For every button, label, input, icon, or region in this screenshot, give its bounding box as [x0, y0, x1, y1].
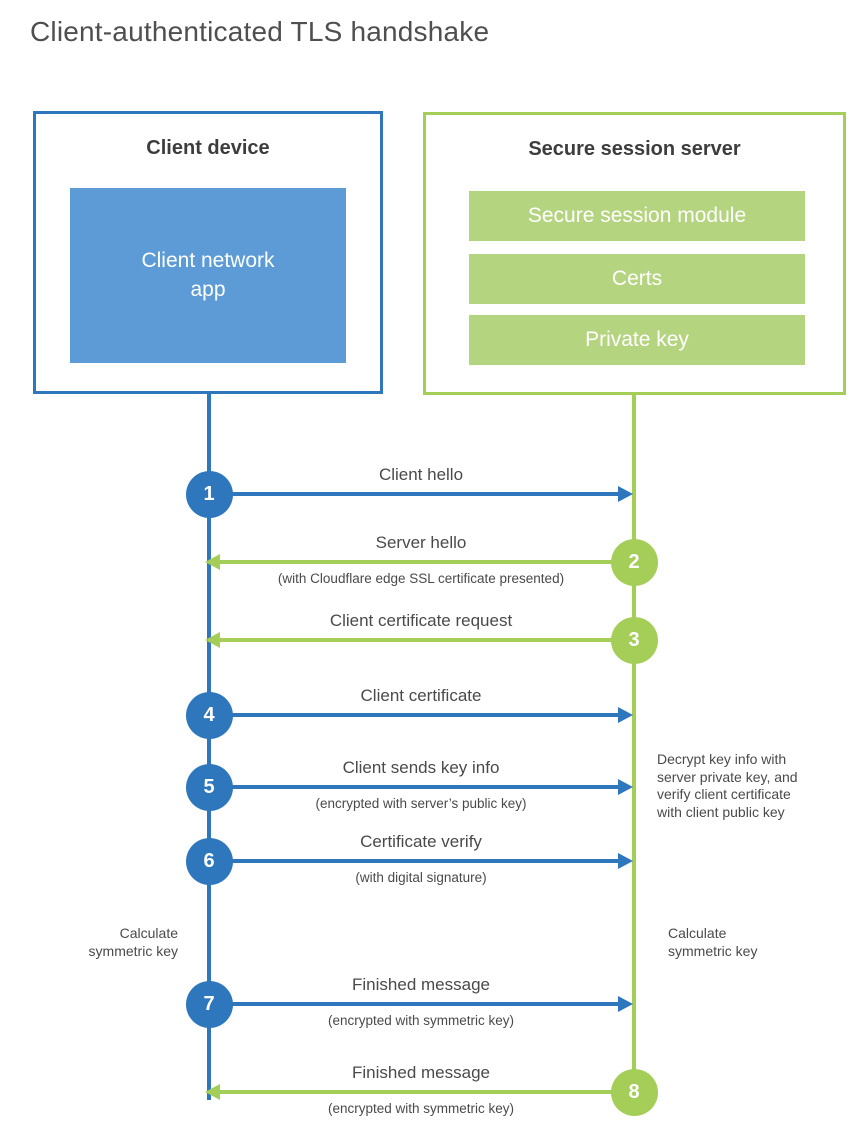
step-5-arrowhead-icon [618, 779, 633, 795]
step-8-arrowhead-icon [205, 1084, 220, 1100]
step-3-arrowhead-icon [205, 632, 220, 648]
step-5-number-badge: 5 [185, 763, 233, 811]
certs-bar: Certs [469, 254, 805, 304]
step-2-label: Server hello [375, 533, 467, 552]
step-4-arrowhead-icon [618, 707, 633, 723]
server-box: Secure session server Secure session mod… [423, 112, 846, 395]
calc-symmetric-key-left-label: Calculate symmetric key [88, 925, 178, 959]
step-4-label: Client certificate [360, 686, 482, 705]
server-title: Secure session server [528, 138, 741, 160]
step-4-arrow-line [209, 713, 619, 717]
step-6-label: Certificate verify [360, 832, 482, 851]
private-key-bar: Private key [469, 315, 805, 365]
step-5-arrow-line [209, 785, 619, 789]
secure-session-module-bar: Secure session module [469, 191, 805, 241]
calc-symmetric-key-right-label: Calculate symmetric key [668, 925, 758, 959]
step-3-arrow-line [220, 638, 634, 642]
step-7-label: Finished message [352, 975, 490, 994]
step-2-sublabel: (with Cloudflare edge SSL certificate pr… [277, 571, 565, 586]
server-lifeline [632, 394, 636, 1094]
step-8-sublabel: (encrypted with symmetric key) [327, 1101, 515, 1116]
step-6-arrowhead-icon [618, 853, 633, 869]
step-5-label: Client sends key info [342, 758, 500, 777]
step-7-arrowhead-icon [618, 996, 633, 1012]
step-3-number-badge: 3 [610, 616, 658, 664]
step-2-number-badge: 2 [610, 538, 658, 586]
step-5-sublabel: (encrypted with server’s public key) [315, 796, 527, 811]
step-3-label: Client certificate request [329, 611, 513, 630]
client-device-title: Client device [146, 137, 270, 159]
step-6-sublabel: (with digital signature) [355, 870, 487, 885]
step-1-arrowhead-icon [618, 486, 633, 502]
step-2-arrow-line [220, 560, 634, 564]
step-8-label: Finished message [352, 1063, 490, 1082]
step-1-label: Client hello [378, 465, 464, 484]
step-7-arrow-line [209, 1002, 619, 1006]
step-1-arrow-line [209, 492, 619, 496]
server-decrypt-note: Decrypt key info with server private key… [657, 751, 798, 820]
step-2-arrowhead-icon [205, 554, 220, 570]
client-lifeline [207, 393, 211, 1100]
step-7-sublabel: (encrypted with symmetric key) [327, 1013, 515, 1028]
client-network-app-box: Client network app [70, 188, 346, 363]
step-1-number-badge: 1 [185, 470, 233, 518]
step-8-arrow-line [220, 1090, 634, 1094]
page-title: Client-authenticated TLS handshake [30, 16, 490, 47]
step-4-number-badge: 4 [185, 691, 233, 739]
step-6-arrow-line [209, 859, 619, 863]
step-8-number-badge: 8 [610, 1068, 658, 1116]
client-network-app-label: Client network app [141, 249, 275, 301]
step-7-number-badge: 7 [185, 980, 233, 1028]
step-6-number-badge: 6 [185, 837, 233, 885]
client-device-box: Client device Client network app [33, 111, 383, 394]
